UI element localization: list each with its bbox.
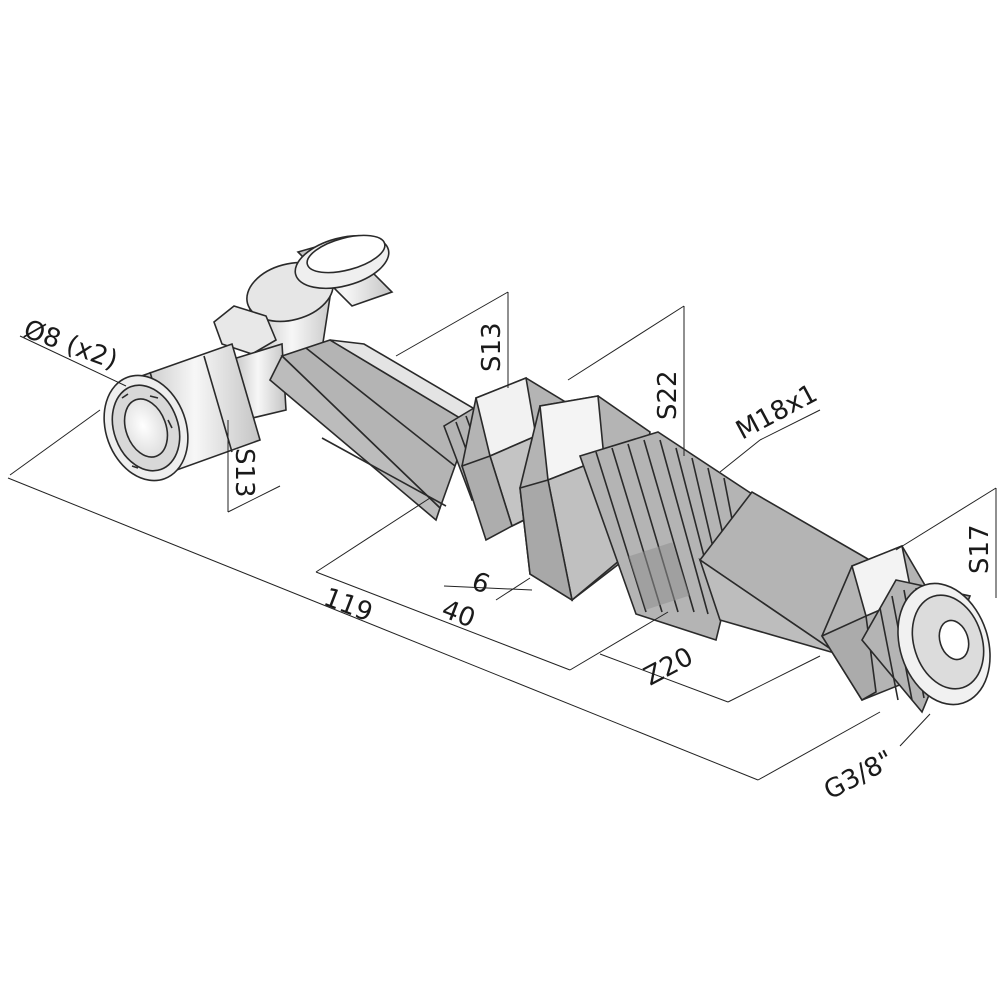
tee-fitting [103, 234, 394, 482]
label-119: 119 [319, 583, 376, 629]
label-s17: S17 [965, 524, 995, 574]
label-m18x1: M18x1 [731, 379, 822, 447]
label-6: 6 [467, 567, 493, 601]
g38-thread [861, 579, 991, 714]
label-bore-diameter: Ø8 (x2) [20, 314, 122, 376]
axial-body [269, 339, 991, 714]
label-z20: Z20 [639, 642, 698, 692]
label-40: 40 [437, 595, 479, 635]
label-s22: S22 [653, 370, 683, 420]
label-s13-top: S13 [477, 322, 507, 372]
dimension-lines [7, 291, 997, 781]
label-g3-8: G3/8" [819, 745, 898, 806]
hex-body-s13 [269, 339, 492, 522]
label-s13-left: S13 [229, 448, 259, 498]
